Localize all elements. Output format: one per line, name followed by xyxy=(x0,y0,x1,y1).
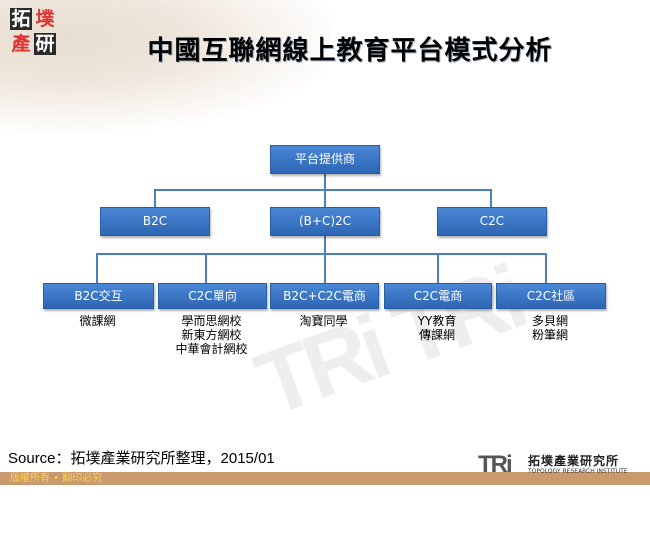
node-c2c-community: C2C社區 xyxy=(496,283,606,309)
page-title: 中國互聯網線上教育平台模式分析 xyxy=(147,36,553,66)
copyright-text: 版權所有 • 翻印必究 xyxy=(10,473,103,484)
connector-line xyxy=(205,253,207,283)
node-c2c-oneway: C2C單向 xyxy=(158,283,267,309)
node-b2c-interactive: B2C交互 xyxy=(43,283,154,309)
tri-mark: TRi xyxy=(478,451,513,478)
node-c2c: C2C xyxy=(437,207,547,236)
connector-line xyxy=(154,189,492,191)
examples-c2c-community: 多貝網 粉筆網 xyxy=(496,314,604,342)
example-item: 多貝網 xyxy=(531,314,568,328)
logo-char: 產 xyxy=(11,33,31,55)
tri-logo-bottom: TRi 拓墣產業研究所 TOPOLOGY RESEARCH INSTITUTE xyxy=(478,451,643,481)
connector-line xyxy=(490,189,492,207)
connector-line xyxy=(324,236,326,283)
example-item: 微課網 xyxy=(79,314,116,328)
example-item: YY教育 xyxy=(417,314,457,328)
example-item: 傳課網 xyxy=(418,328,455,342)
logo-char: 研 xyxy=(34,33,56,55)
connector-line xyxy=(437,253,439,283)
footer-band xyxy=(0,472,650,485)
example-item: 淘寶同學 xyxy=(299,314,348,328)
examples-b2c-c2c-ecommerce: 淘寶同學 xyxy=(270,314,377,328)
examples-c2c-ecommerce: YY教育 傳課網 xyxy=(384,314,490,342)
map-background xyxy=(0,0,330,130)
connector-line xyxy=(545,253,547,283)
examples-c2c-oneway: 學而思網校 新東方網校 中華會計網校 xyxy=(158,314,265,356)
watermark: TRi TRi xyxy=(243,248,535,436)
brand-name-cn: 拓墣產業研究所 xyxy=(528,454,620,468)
example-item: 粉筆網 xyxy=(531,328,568,342)
connector-line xyxy=(96,253,98,283)
source-note: Source：拓墣產業研究所整理，2015/01 xyxy=(8,450,275,467)
connector-line xyxy=(154,189,156,207)
example-item: 學而思網校 xyxy=(181,314,242,328)
node-b2c-c2c-ecommerce: B2C+C2C電商 xyxy=(270,283,379,309)
logo-char: 墣 xyxy=(35,8,55,30)
node-b2c: B2C xyxy=(100,207,210,236)
tri-logo-top: 拓 墣 產 研 xyxy=(10,8,60,56)
connector-line xyxy=(96,253,547,255)
node-bc2c: (B+C)2C xyxy=(270,207,380,236)
logo-char: 拓 xyxy=(10,8,32,30)
examples-b2c-interactive: 微課網 xyxy=(43,314,152,328)
brand-name-en: TOPOLOGY RESEARCH INSTITUTE xyxy=(528,468,628,475)
node-c2c-ecommerce: C2C電商 xyxy=(384,283,492,309)
example-item: 中華會計網校 xyxy=(175,342,248,356)
example-item: 新東方網校 xyxy=(181,328,242,342)
node-platform-provider: 平台提供商 xyxy=(270,145,380,174)
